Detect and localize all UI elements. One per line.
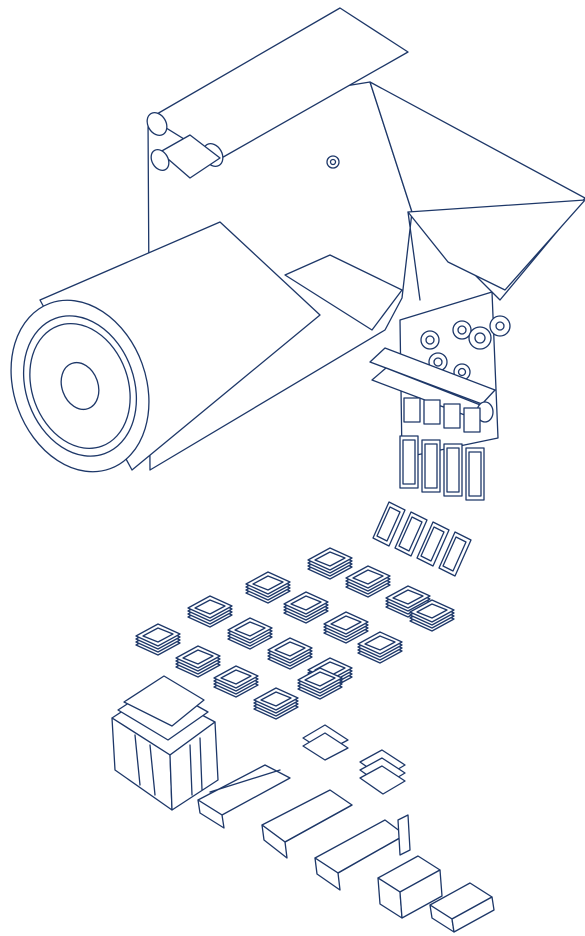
wafer-inner [290, 595, 322, 611]
cavity-cell [399, 435, 419, 489]
wafer-inner [142, 627, 174, 643]
cavity-cell-angled [372, 501, 406, 547]
sealing-rollers [420, 315, 511, 381]
wafer-inner [392, 589, 424, 605]
wafer-layer [307, 547, 353, 571]
wafer-layer [297, 667, 343, 691]
flow-pack-3 [314, 814, 411, 891]
wafer-inner [314, 551, 346, 567]
sealing-bar [369, 347, 496, 405]
flow-pack [197, 764, 291, 829]
cavity-cell [421, 439, 441, 493]
lower-platform [284, 254, 403, 331]
wafer-inner [234, 621, 266, 637]
wafer-inner [220, 669, 252, 685]
wafer-inner [194, 599, 226, 615]
wafer-layer [323, 611, 369, 635]
wafer-layer [283, 591, 329, 615]
wafer-inner [260, 691, 292, 707]
cavity-rows [372, 435, 485, 577]
wafer-inner [364, 635, 396, 651]
cavity-cell-angled [416, 521, 450, 567]
wafer-layer [175, 645, 221, 669]
wafer-layer [345, 565, 391, 589]
wafer-layer [385, 585, 431, 609]
cavity-inner [424, 443, 438, 489]
cavity-inner-angled [442, 536, 467, 572]
wafer-stacks [135, 547, 455, 720]
cavity-inner [402, 439, 416, 485]
roll-core [60, 361, 100, 411]
wafer-layer [135, 623, 181, 647]
wafer-inner [416, 603, 448, 619]
wafer-inner [182, 649, 214, 665]
unit-cavity [403, 397, 421, 423]
cavity-inner-angled [398, 516, 423, 552]
wafer-layer [213, 665, 259, 689]
cavity-cell-angled [394, 511, 428, 557]
cavity-cell-angled [438, 531, 472, 577]
carton-2 [429, 882, 495, 933]
cavity-inner [468, 451, 482, 497]
hopper-panel [407, 199, 585, 291]
wafer-inner [330, 615, 362, 631]
small-pack-stack [302, 724, 406, 795]
cavity-inner-angled [420, 526, 445, 562]
wafer-layer [267, 637, 313, 661]
cavity-inner [446, 447, 460, 493]
flow-pack-2 [261, 789, 353, 859]
sealing-unit [369, 291, 511, 459]
wafer-layer [245, 571, 291, 595]
cavity-inner-angled [376, 506, 401, 542]
wafer-layer [227, 617, 273, 641]
cavity-cell [443, 443, 463, 497]
film-roll [10, 221, 321, 473]
wafer-layer [253, 687, 299, 711]
carton [377, 855, 443, 919]
cavity-cell [465, 447, 485, 501]
guide-roller [150, 134, 221, 179]
wafer-layer [187, 595, 233, 619]
wafer-layer [409, 599, 455, 623]
wafer-inner [304, 671, 336, 687]
wafer-layer [357, 631, 403, 655]
wafer-inner [352, 569, 384, 585]
bundle-stack [111, 675, 219, 811]
wafer-inner [252, 575, 284, 591]
wafer-inner [274, 641, 306, 657]
